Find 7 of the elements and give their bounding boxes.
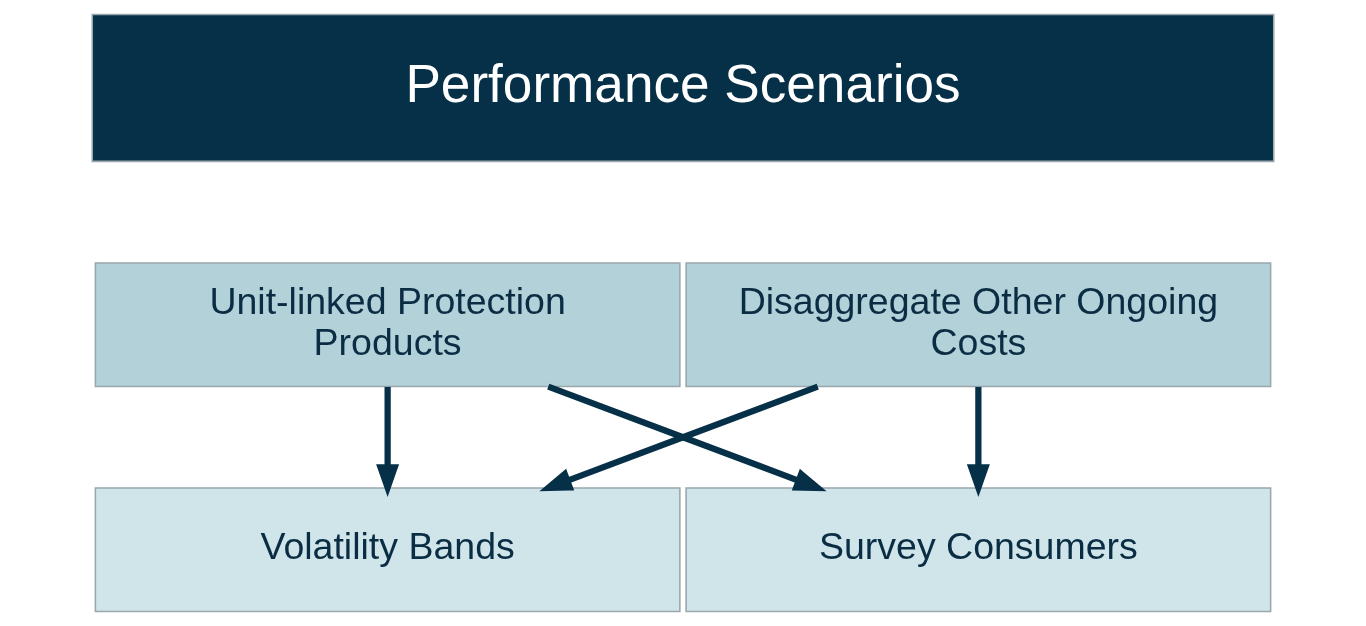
arrow — [966, 386, 990, 498]
node-box: Unit-linked Protection Products — [94, 262, 681, 388]
node-box: Disaggregate Other Ongoing Costs — [685, 262, 1272, 388]
node-box: Volatility Bands — [94, 487, 681, 613]
node-box: Survey Consumers — [685, 487, 1272, 613]
node-box: Performance Scenarios — [91, 13, 1275, 163]
arrow — [376, 386, 400, 498]
